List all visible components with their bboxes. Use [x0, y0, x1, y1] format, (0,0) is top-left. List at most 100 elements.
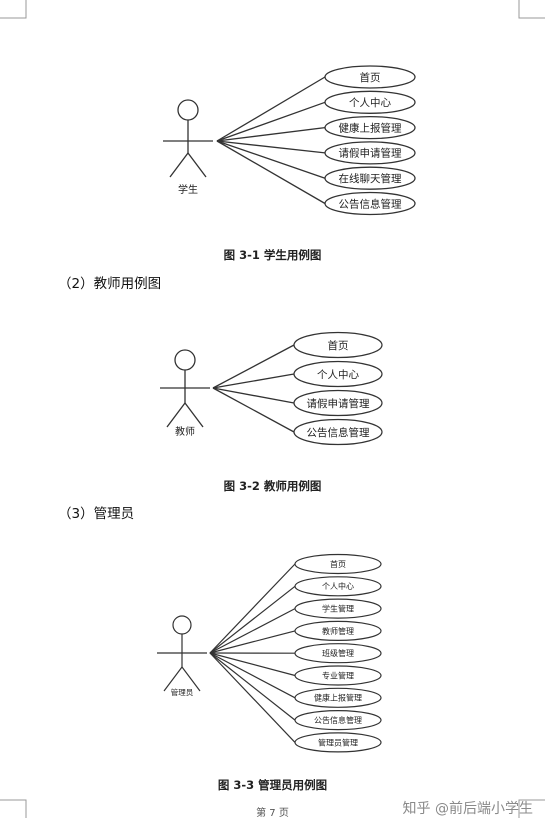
use-case-ellipse [324, 65, 416, 89]
crop-mark-bottom-right [515, 796, 545, 818]
association-line [216, 76, 326, 142]
use-case-ellipse [294, 643, 382, 664]
association-line [212, 387, 295, 404]
use-case: 管理员管理 [209, 652, 382, 753]
use-case-label: 请假申请管理 [339, 147, 402, 160]
use-case: 健康上报管理 [209, 652, 382, 708]
use-case-label: 首页 [328, 339, 349, 352]
use-case: 公告信息管理 [209, 652, 382, 731]
actor-figure: 教师 [160, 349, 210, 438]
use-case-label: 健康上报管理 [339, 121, 402, 134]
teacher-use-case-diagram: 教师 首页个人中心请假申请管理公告信息管理 [0, 325, 545, 455]
association-line [212, 373, 295, 389]
use-case-label: 首页 [360, 71, 381, 84]
use-case: 个人中心 [212, 360, 383, 389]
actor-right-leg [187, 152, 207, 178]
actor-head [174, 349, 196, 371]
actor-left-leg [163, 666, 183, 692]
use-case-ellipse [324, 191, 416, 216]
use-case-label: 个人中心 [349, 96, 391, 109]
association-line [209, 652, 296, 677]
association-line [209, 563, 296, 654]
association-line [216, 140, 326, 205]
use-case-label: 管理员管理 [318, 737, 358, 747]
use-case-ellipse [294, 710, 382, 731]
association-line [212, 387, 295, 433]
use-case-ellipse [294, 732, 382, 753]
association-line [209, 585, 296, 654]
actor-right-leg [181, 666, 201, 692]
use-case-label: 专业管理 [322, 670, 354, 680]
use-case-ellipse [293, 389, 383, 417]
use-case-ellipse [294, 665, 382, 686]
association-line [216, 101, 326, 142]
association-line [209, 630, 296, 654]
use-case-ellipse [294, 687, 382, 708]
use-case: 个人中心 [216, 90, 416, 142]
crop-mark-top-left [0, 0, 30, 22]
use-case-ellipse [294, 620, 382, 642]
crop-mark-bottom-left [0, 796, 30, 818]
association-line [212, 344, 295, 389]
use-case: 班级管理 [209, 643, 382, 664]
use-case: 公告信息管理 [212, 387, 383, 446]
use-case-label: 请假申请管理 [307, 397, 370, 410]
actor-left-leg [166, 402, 186, 428]
actor-label: 教师 [175, 425, 195, 438]
use-case-ellipse [293, 360, 383, 388]
actor-figure: 学生 [163, 99, 213, 196]
use-case: 个人中心 [209, 576, 382, 654]
association-line [209, 608, 296, 654]
association-line [209, 652, 296, 721]
student-use-case-diagram: 学生 首页个人中心健康上报管理请假申请管理在线聊天管理公告信息管理 [0, 60, 545, 225]
use-case-ellipse [293, 331, 383, 359]
figure-caption-teacher: 图 3-2 教师用例图 [223, 479, 322, 493]
crop-mark-top-right [515, 0, 545, 22]
use-case-ellipse [294, 576, 382, 597]
use-case: 教师管理 [209, 620, 382, 654]
admin-diagram-svg: 管理员 首页个人中心学生管理教师管理班级管理专业管理健康上报管理公告信息管理管理员… [157, 553, 382, 753]
association-line [209, 652, 296, 743]
use-case-label: 个人中心 [322, 581, 354, 591]
use-case-label: 在线聊天管理 [339, 172, 402, 185]
use-case-label: 公告信息管理 [314, 715, 362, 725]
actor-head [172, 615, 192, 635]
use-case: 首页 [216, 65, 416, 142]
use-case: 公告信息管理 [216, 140, 416, 216]
actor-label: 管理员 [171, 687, 194, 697]
use-case-ellipse [293, 418, 383, 446]
use-case-ellipse [294, 598, 382, 619]
use-case-ellipse [324, 90, 416, 114]
use-case: 请假申请管理 [212, 387, 383, 417]
use-case: 请假申请管理 [216, 140, 416, 165]
watermark: 知乎 @前后端小学生 [402, 801, 533, 817]
association-line [216, 140, 326, 154]
use-case-label: 公告信息管理 [307, 426, 370, 439]
actor-label: 学生 [178, 183, 198, 196]
association-line [216, 140, 326, 179]
use-case-ellipse [324, 166, 416, 190]
use-case-label: 公告信息管理 [339, 197, 402, 210]
actor-figure: 管理员 [157, 615, 207, 697]
use-case-ellipse [324, 115, 416, 140]
use-case: 专业管理 [209, 652, 382, 686]
use-case-label: 学生管理 [322, 603, 354, 613]
figure-caption-admin: 图 3-3 管理员用例图 [217, 778, 328, 792]
page-number: 第 7 页 [256, 808, 289, 819]
use-case-label: 教师管理 [322, 626, 354, 636]
use-case: 在线聊天管理 [216, 140, 416, 190]
use-case-label: 首页 [330, 559, 346, 569]
figure-caption-student: 图 3-1 学生用例图 [223, 248, 322, 262]
actor-head [177, 99, 199, 121]
use-case-label: 健康上报管理 [314, 693, 362, 703]
use-case: 首页 [212, 331, 383, 389]
use-case-ellipse [324, 141, 416, 165]
use-case: 健康上报管理 [216, 115, 416, 142]
association-line [209, 652, 296, 699]
use-case-label: 个人中心 [317, 368, 359, 381]
actor-right-leg [184, 402, 204, 428]
use-case: 学生管理 [209, 598, 382, 654]
use-case-label: 班级管理 [322, 648, 354, 658]
use-case: 首页 [209, 553, 382, 654]
